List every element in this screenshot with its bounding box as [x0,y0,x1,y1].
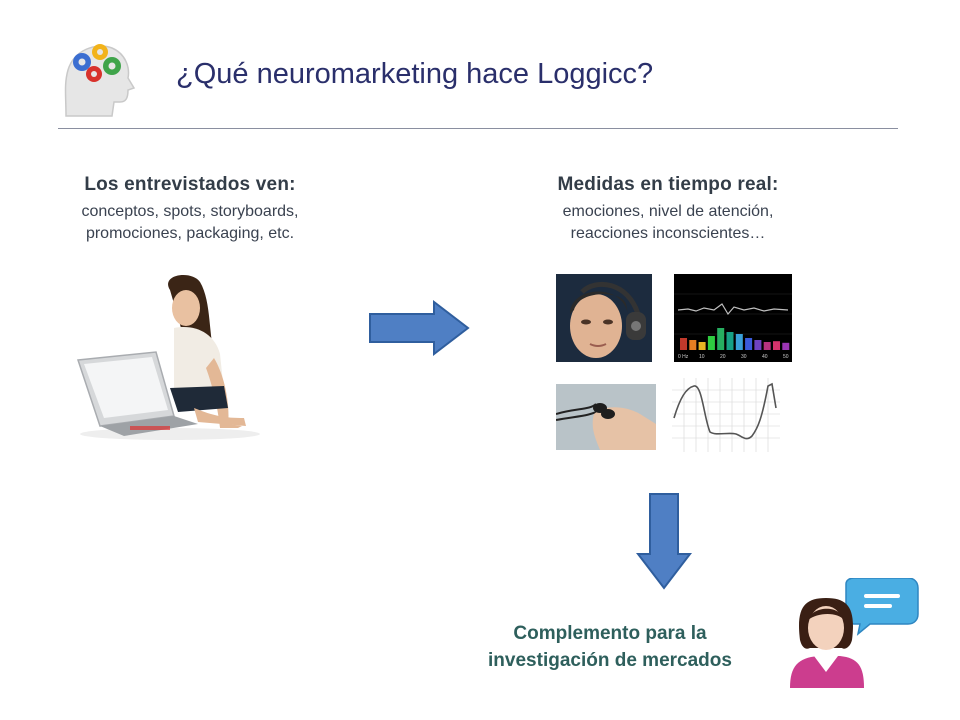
complement-line-1: Complemento para la [513,623,707,644]
realtime-line-2: reacciones inconscientes… [570,225,766,242]
equalizer-bar [698,342,706,350]
equalizer-bar [717,328,725,350]
equalizer-axis-label: 50 [783,354,789,360]
equalizer-bar [782,342,790,350]
title-divider [58,128,898,129]
gsr-sensor-hand-image [556,384,656,450]
respondents-heading: Los entrevistados ven: [84,174,296,195]
head-gears-icon [64,44,136,117]
equalizer-axis-label: 20 [720,354,726,360]
complement-line-2: investigación de mercados [488,650,732,671]
equalizer-bar [689,340,697,350]
equalizer-bar [735,334,743,350]
equalizer-bar [773,341,780,350]
respondents-line-1: conceptos, spots, storyboards, [81,203,299,220]
respondents-see-block: Los entrevistados ven: conceptos, spots,… [30,174,350,245]
equalizer-axis-label: 30 [741,354,747,360]
signal-graph-image [672,378,780,452]
brainwave-equalizer-image: 0 Hz 10 20 30 40 50 [674,274,792,362]
respondents-line-2: promociones, packaging, etc. [85,225,295,242]
equalizer-axis-label: 40 [762,354,768,360]
eeg-headset-image [556,274,652,362]
equalizer-axis-label: 10 [699,354,705,360]
equalizer-axis-label: 0 Hz [678,354,689,360]
equalizer-bar [680,338,687,350]
realtime-line-1: emociones, nivel de atención, [562,203,774,220]
equalizer-bar [707,336,715,350]
equalizer-bar [726,332,734,350]
equalizer-bar [745,338,753,350]
person-chat-icon [790,578,919,688]
equalizer-bar [763,342,771,350]
realtime-measures-block: Medidas en tiempo real: emociones, nivel… [498,174,838,245]
market-research-complement-text: Complemento para la investigación de mer… [440,620,780,674]
arrow-right-icon [369,300,470,356]
arrow-down-icon [636,493,692,590]
page-title: ¿Qué neuromarketing hace Loggicc? [176,58,654,90]
woman-laptop-image [76,275,260,440]
equalizer-bar [754,340,762,350]
realtime-heading: Medidas en tiempo real: [557,174,779,195]
